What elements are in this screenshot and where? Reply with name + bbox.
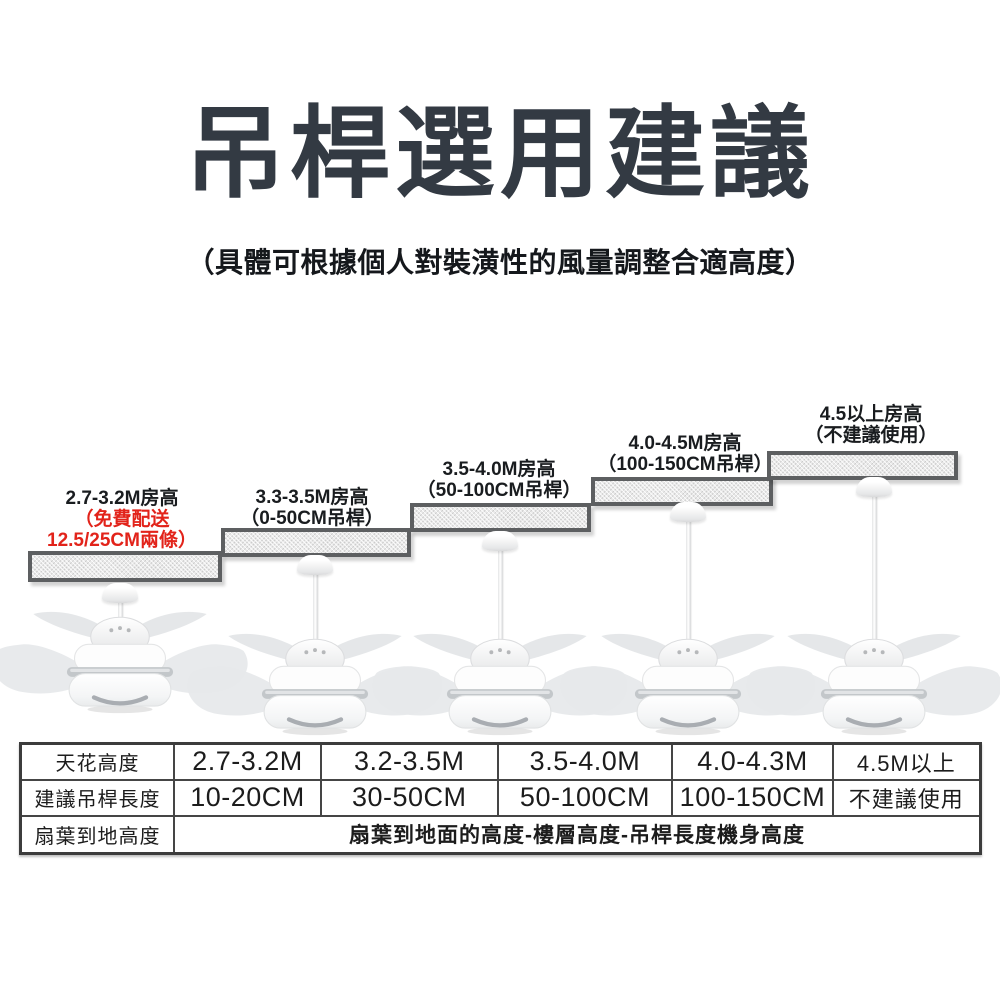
ceiling-plate-5 [767,451,958,480]
fan-label-3: 3.5-4.0M房高 （50-100CM吊桿） [379,459,619,501]
page-title: 吊桿選用建議 [185,98,815,210]
fan-label-3-line2: （50-100CM吊桿） [416,480,582,501]
ceiling-plate-2 [221,528,411,557]
fan-label-2-line2: （0-50CM吊桿） [240,508,384,529]
fan-label-5-line2: （不建議使用） [804,425,938,446]
ceiling-plate-1 [28,551,222,582]
fan-canopy-5 [856,477,892,497]
table-row-blade-floor-height: 扇葉到地高度 扇葉到地面的高度-樓層高度-吊桿長度機身高度 [19,814,982,855]
fan-label-5: 4.5以上房高 （不建議使用） [751,404,991,446]
recommendation-table: 天花高度 2.7-3.2M 3.2-3.5M 3.5-4.0M 4.0-4.3M… [19,742,982,855]
fan-canopy-2 [297,555,333,575]
fan-label-2: 3.3-3.5M房高 （0-50CM吊桿） [192,487,432,529]
ceiling-height-value-2: 3.2-3.5M [319,742,499,781]
ceiling-height-value-5: 4.5M以上 [831,742,982,781]
fan-canopy-4 [670,502,706,522]
fan-rod-2 [313,570,318,643]
rod-length-value-1: 10-20CM [173,778,322,817]
page-subtitle: （具體可根據個人對裝潢性的風量調整合適高度） [186,247,814,278]
fan-label-4-line2: （100-150CM吊桿） [597,454,773,475]
fan-label-3-line1: 3.5-4.0M房高 [442,459,556,480]
fan-rod-4 [686,517,691,643]
fan-canopy-3 [482,531,518,551]
fan-label-5-line1: 4.5以上房高 [819,404,923,425]
fan-rod-5 [872,493,877,643]
ceiling-height-value-4: 4.0-4.3M [671,742,834,781]
blade-floor-height-note: 扇葉到地面的高度-樓層高度-吊桿長度機身高度 [173,814,982,855]
fan-canopy-1 [102,583,138,603]
fan-label-1: 2.7-3.2M房高 （免費配送 12.5/25CM兩條） [2,488,242,551]
row-label-rod-length: 建議吊桿長度 [19,778,176,817]
rod-length-value-4: 100-150CM [671,778,834,817]
fan-rod-1 [118,598,123,622]
rod-length-value-2: 30-50CM [319,778,499,817]
fan-label-4: 4.0-4.5M房高 （100-150CM吊桿） [565,433,805,475]
ceiling-fan-5 [744,627,1000,736]
row-label-ceiling-height: 天花高度 [19,742,176,781]
fan-label-1-line1: 2.7-3.2M房高 [65,488,179,509]
fan-label-1-line3: 12.5/25CM兩條） [47,530,197,551]
fan-label-2-line1: 3.3-3.5M房高 [255,487,369,508]
rod-length-value-5: 不建議使用 [831,778,982,817]
ceiling-height-value-3: 3.5-4.0M [496,742,674,781]
row-label-blade-floor-height: 扇葉到地高度 [19,814,176,855]
rod-length-value-3: 50-100CM [496,778,674,817]
table-row-rod-length: 建議吊桿長度 10-20CM 30-50CM 50-100CM 100-150C… [19,778,982,817]
table-row-ceiling-height: 天花高度 2.7-3.2M 3.2-3.5M 3.5-4.0M 4.0-4.3M… [19,742,982,781]
fan-label-4-line1: 4.0-4.5M房高 [628,433,742,454]
ceiling-plate-3 [410,503,591,532]
ceiling-height-value-1: 2.7-3.2M [173,742,322,781]
fan-rod-3 [498,546,503,643]
fan-label-1-line2: （免費配送 [74,509,170,530]
